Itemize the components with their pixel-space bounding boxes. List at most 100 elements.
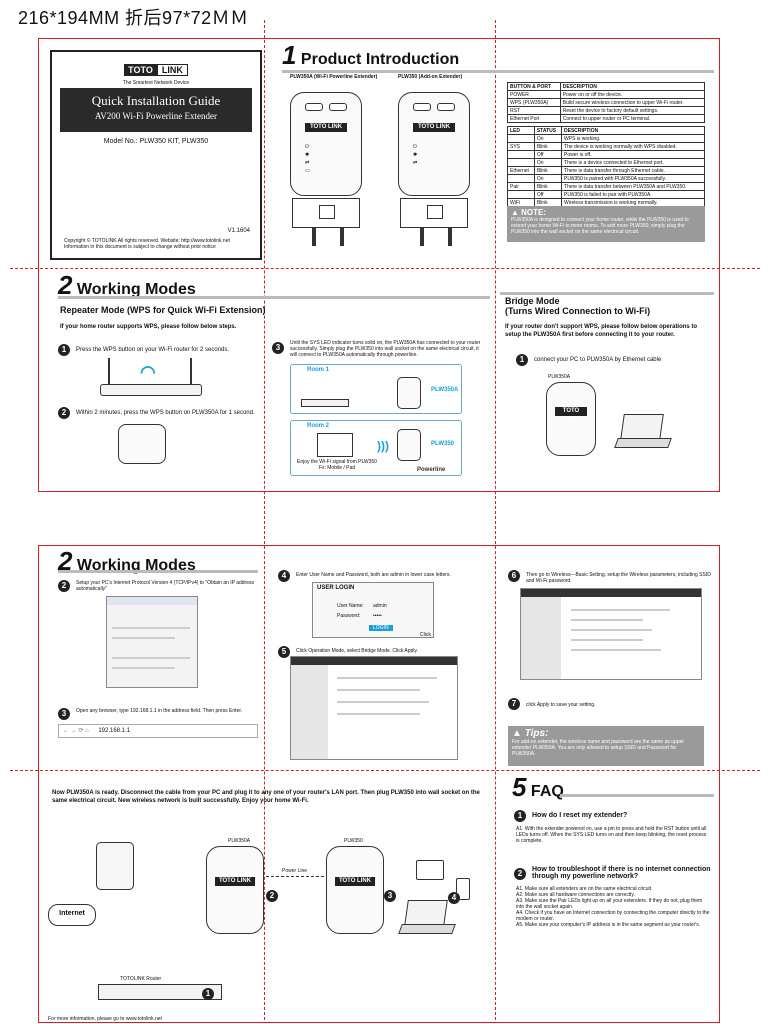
step-7-marker: 7 [508, 698, 520, 710]
marker-1: 1 [202, 988, 214, 1000]
table-header: DESCRIPTION [559, 82, 706, 91]
table-cell: Reset the device to factory default sett… [559, 106, 706, 115]
plw350-label: PLW350 [344, 838, 363, 844]
model-number: Model No.: PLW350 KIT, PLW350 [103, 138, 209, 145]
step-2-marker: 2 [58, 580, 70, 592]
title-band: Quick Installation Guide AV200 Wi-Fi Pow… [60, 88, 252, 132]
table-cell: PLW350 is failed to pair with PLW350A. [561, 190, 705, 199]
note-text: PLW350A is designed to connect your home… [511, 217, 689, 235]
print-size-label: 216*194MM 折后97*72ＭＭ [18, 8, 249, 28]
faq-q2: How to troubleshoot if there is no inter… [532, 866, 711, 880]
login-user-label: User Name: [337, 603, 364, 609]
table-cell: There is data transfer between PLW350A a… [561, 182, 705, 191]
plw350-ready-image: TOTO LINK [326, 846, 384, 934]
logo-tagline: The Smartest Network Device [122, 80, 190, 86]
login-button[interactable]: LOGIN [369, 625, 393, 631]
step-2-marker: 2 [58, 407, 70, 419]
step-5-marker: 5 [278, 646, 290, 658]
plw350a-hand-press-image [118, 424, 166, 464]
device-brand: TOTO LINK [305, 123, 347, 132]
bridge-step-1-marker: 1 [516, 354, 528, 366]
login-user-value[interactable]: admin [373, 603, 387, 609]
setup-step-2: Setup your PC's Internet Protocol Versio… [76, 580, 255, 592]
plw350a-plug [292, 198, 360, 228]
bridge-device-label: PLW350A [548, 374, 571, 380]
device-buttons [413, 103, 455, 111]
marker-2: 2 [266, 890, 278, 902]
setup-step-6: Then go to Wireless—Basic Setting, setup… [526, 572, 711, 584]
table-cell: Off [533, 150, 563, 159]
power-line-connector [266, 876, 324, 877]
wall-socket-image [96, 842, 134, 890]
marker-3: 3 [384, 890, 396, 902]
browser-address-bar[interactable]: ← → ⟳ ⌂ 192.168.1.1 [58, 724, 258, 738]
table-header: STATUS [533, 126, 563, 135]
setup-step-7: click Apply to save your setting. [526, 702, 596, 708]
tips-title: ▲ Tips: [512, 728, 700, 739]
faq-a2-item: A5. Make sure your computer's IP address… [516, 922, 701, 928]
table-header: BUTTON & PORT [507, 82, 561, 91]
browser-nav-icons: ← → ⟳ ⌂ [63, 728, 89, 734]
sheet-front [38, 38, 720, 492]
section-working-header: 2 Working Modes [58, 270, 196, 301]
plw350-icon [397, 429, 421, 461]
repeater-mode-title: Repeater Mode (WPS for Quick Wi-Fi Exten… [60, 305, 266, 315]
fold-line-v2 [495, 20, 496, 1020]
internet-cloud: Internet [48, 904, 96, 926]
table-cell: SYS [507, 142, 535, 151]
internet-label: Internet [59, 910, 85, 917]
section-title: Working Modes [76, 281, 196, 298]
section-rule [282, 70, 714, 73]
faq-a2-item: A3. Make sure the Pair LEDs light up on … [516, 898, 703, 910]
tablet-icon [416, 860, 444, 880]
section-intro-header: 1 Product Introduction [282, 40, 459, 71]
table-cell: Ethernet [507, 166, 535, 175]
copyright-line1: Copyright © TOTOLINK All rights reserved… [64, 238, 230, 244]
fold-line-h2 [10, 770, 760, 771]
section-number: 5 [512, 772, 527, 802]
setup-step-3: Open any browser, type 192.168.1.1 in th… [76, 708, 243, 714]
router-antenna [108, 358, 110, 384]
login-pass-value[interactable]: ••••• [373, 613, 382, 619]
device-label-plw350: PLW350 (Add-on Extender) [398, 74, 463, 80]
plw350a-ready-image: TOTO LINK [206, 846, 264, 934]
faq-a2-item: A4. Check if you have an Internet connec… [516, 910, 710, 922]
repeater-step-2: Within 2 minutes, press the WPS button o… [76, 410, 255, 416]
guide-subtitle: AV200 Wi-Fi Powerline Extender [94, 111, 218, 121]
table-cell: Power is off. [561, 150, 705, 159]
table-cell: Connect to upper router or PC terminal. [559, 114, 706, 123]
room-1-diagram: Room 1 PLW350A [290, 364, 462, 414]
ready-instructions: Now PLW350A is ready. Disconnect the cab… [52, 790, 480, 804]
section-title: Product Introduction [300, 51, 460, 68]
plw350a-device-image: TOTO LINK ⏻✱⇄▭ [290, 92, 362, 196]
faq-a1: A1. With the extender powered on, use a … [516, 826, 707, 844]
wifi-signal-icon: ◠ [140, 362, 156, 382]
marker-4: 4 [448, 892, 460, 904]
faq-a2: A1. Make sure all extenders are on the s… [516, 886, 710, 928]
tips-text: For add-on extender, the wireless name a… [512, 739, 685, 757]
tips-title-text: Tips: [524, 728, 549, 739]
section-title: Working Modes [76, 557, 196, 574]
device-brand: TOTO LINK [555, 407, 587, 423]
repeater-intro: If your home router supports WPS, please… [60, 324, 237, 330]
plw350a-icon [397, 377, 421, 409]
table-cell: WPS (PLW350A) [507, 98, 561, 107]
note-title: ▲ NOTE: [511, 208, 701, 217]
table-header: LED [507, 126, 535, 135]
table-cell: On [533, 174, 563, 183]
table-cell: Power on or off the device. [559, 90, 706, 99]
table-cell: On [533, 134, 563, 143]
address-text: 192.168.1.1 [98, 728, 131, 734]
warning-icon: ▲ [512, 728, 522, 739]
table-cell [507, 150, 535, 159]
device-brand: TOTO LINK [215, 877, 255, 886]
fold-line-v1 [264, 20, 265, 1020]
ethernet-port-icon [427, 205, 443, 219]
